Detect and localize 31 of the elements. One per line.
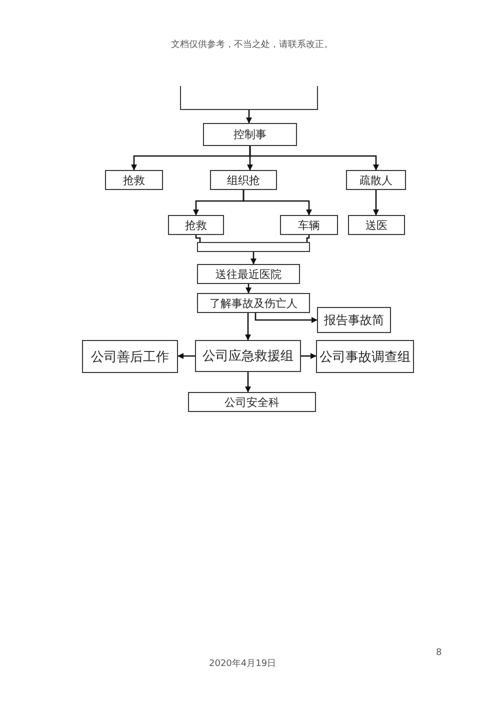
process-box: 车辆 xyxy=(280,215,338,235)
page-number: 8 xyxy=(436,648,442,658)
header-note: 文档仅供参考，不当之处，请联系改正。 xyxy=(171,38,333,51)
process-box: 组织抢 xyxy=(210,170,277,190)
empty-box xyxy=(197,242,310,252)
arrow xyxy=(246,284,252,294)
arrow xyxy=(249,146,379,170)
process-box: 了解事故及伤亡人 xyxy=(197,293,310,313)
arrow xyxy=(373,190,379,216)
process-box: 抢救 xyxy=(168,215,224,235)
connector-line xyxy=(195,235,201,242)
process-box: 送医 xyxy=(348,215,405,235)
empty-box xyxy=(180,86,318,110)
arrow xyxy=(242,190,312,216)
date-text: 2020年4月19日 xyxy=(209,658,276,670)
arrow xyxy=(301,353,316,359)
arrow xyxy=(178,353,195,359)
process-box: 公司善后工作 xyxy=(82,340,178,373)
process-box: 报告事故简 xyxy=(317,307,391,333)
arrow xyxy=(245,372,251,392)
arrow xyxy=(254,313,318,323)
process-box: 抢救 xyxy=(105,170,163,190)
process-box: 疏散人 xyxy=(346,170,406,190)
process-box: 送往最近医院 xyxy=(197,264,300,284)
arrow xyxy=(246,110,252,124)
process-box: 公司事故调查组 xyxy=(316,340,414,373)
arrow xyxy=(250,252,256,264)
process-box: 控制事 xyxy=(203,123,297,146)
arrow xyxy=(245,313,251,340)
process-box: 公司安全科 xyxy=(188,392,316,412)
process-box: 公司应急救援组 xyxy=(195,340,301,372)
